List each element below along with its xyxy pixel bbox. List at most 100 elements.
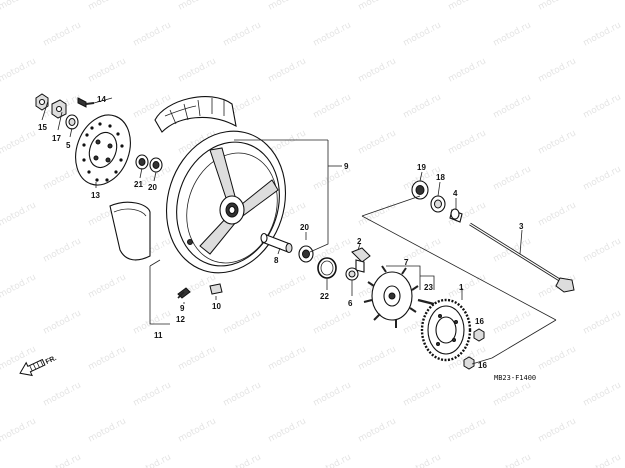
callout-11: 11 xyxy=(154,331,163,340)
sprocket-1 xyxy=(420,298,472,362)
watermark-text: motod.ru xyxy=(42,452,83,468)
callout-10: 10 xyxy=(212,302,221,311)
watermark-text: motod.ru xyxy=(267,344,308,372)
rim-band xyxy=(109,201,151,261)
watermark-text: motod.ru xyxy=(357,128,398,156)
watermark-text: motod.ru xyxy=(492,92,533,120)
watermark-text: motod.ru xyxy=(267,272,308,300)
bolt-14 xyxy=(77,97,95,108)
leader-lines xyxy=(41,97,557,365)
watermark-text: motod.ru xyxy=(42,20,83,48)
bearing-20-lower xyxy=(298,245,314,263)
watermark-text: motod.ru xyxy=(222,380,263,408)
watermark-text: motod.ru xyxy=(402,452,443,468)
watermark-text: motod.ru xyxy=(177,56,218,84)
watermark-text: motod.ru xyxy=(447,0,488,13)
watermark-text: motod.ru xyxy=(402,92,443,120)
callout-15: 15 xyxy=(38,123,47,132)
callout-13: 13 xyxy=(91,191,100,200)
watermark-text: motod.ru xyxy=(87,56,128,84)
watermark-text: motod.ru xyxy=(222,20,263,48)
damper-2 xyxy=(351,247,371,273)
watermark-text: motod.ru xyxy=(582,452,623,468)
callout-labels: 15 17 5 14 13 21 20 9 8 20 22 2 6 7 23 1… xyxy=(38,95,524,370)
watermark-text: motod.ru xyxy=(87,272,128,300)
watermark-text: motod.ru xyxy=(312,452,353,468)
watermark-text: motod.ru xyxy=(582,164,623,192)
oil-seal-18 xyxy=(430,195,446,213)
watermark-text: motod.ru xyxy=(582,380,623,408)
watermark-text: motod.ru xyxy=(87,416,128,444)
watermark-text: motod.ru xyxy=(177,344,218,372)
watermark-text: motod.ru xyxy=(582,236,623,264)
nut-16-upper xyxy=(473,328,485,342)
arrow-left-icon xyxy=(19,358,46,377)
watermark-text: motod.ru xyxy=(402,380,443,408)
callout-19: 19 xyxy=(417,163,426,172)
watermark-text: motod.ru xyxy=(177,416,218,444)
watermark-text: motod.ru xyxy=(0,200,38,228)
watermark-text: motod.ru xyxy=(582,308,623,336)
watermark-text: motod.ru xyxy=(0,0,38,13)
watermark-text: motod.ru xyxy=(357,56,398,84)
watermark-text: motod.ru xyxy=(132,380,173,408)
watermark-text: motod.ru xyxy=(267,0,308,13)
watermark-text: motod.ru xyxy=(42,380,83,408)
watermark-text: motod.ru xyxy=(447,416,488,444)
watermark-text: motod.ru xyxy=(42,308,83,336)
watermark-text: motod.ru xyxy=(537,344,578,372)
watermark-text: motod.ru xyxy=(312,308,353,336)
watermark-text: motod.ru xyxy=(537,0,578,13)
watermark-text: motod.ru xyxy=(357,344,398,372)
callout-22: 22 xyxy=(320,292,329,301)
callout-20a: 20 xyxy=(148,183,157,192)
stud-bolt-23 xyxy=(417,298,435,306)
bearing-20-upper xyxy=(149,157,163,173)
watermark-text: motod.ru xyxy=(492,20,533,48)
callout-3: 3 xyxy=(519,222,524,231)
watermark-text: motod.ru xyxy=(447,56,488,84)
watermark-text: motod.ru xyxy=(132,20,173,48)
rear-wheel-9 xyxy=(154,96,287,274)
callout-12: 12 xyxy=(176,315,185,324)
watermark-text: motod.ru xyxy=(537,416,578,444)
watermark-text: motod.ru xyxy=(582,92,623,120)
callout-23: 23 xyxy=(424,283,433,292)
bearing-19 xyxy=(411,180,429,200)
brake-disc-13 xyxy=(75,114,131,186)
watermark-text: motod.ru xyxy=(267,416,308,444)
diagram-code: MB23-F1400 xyxy=(494,374,536,382)
watermark-text: motod.ru xyxy=(222,452,263,468)
bearing-21 xyxy=(135,154,149,170)
watermark-text: motod.ru xyxy=(492,380,533,408)
callout-2: 2 xyxy=(357,237,362,246)
watermark-text: motod.ru xyxy=(537,128,578,156)
watermark-text: motod.ru xyxy=(582,20,623,48)
watermark-text: motod.ru xyxy=(492,308,533,336)
watermark-text: motod.ru xyxy=(402,20,443,48)
watermark-text: motod.ru xyxy=(447,272,488,300)
watermark-text: motod.ru xyxy=(492,164,533,192)
callout-16a: 16 xyxy=(475,317,484,326)
watermark-text: motod.ru xyxy=(42,236,83,264)
callout-4: 4 xyxy=(453,189,458,198)
bolt-12 xyxy=(177,287,191,299)
distance-collar-8 xyxy=(260,232,293,253)
callout-5: 5 xyxy=(66,141,71,150)
watermark-text: motod.ru xyxy=(357,416,398,444)
watermark-text: motod.ru xyxy=(87,0,128,13)
callout-20b: 20 xyxy=(300,223,309,232)
direction-indicator: FR. xyxy=(19,355,58,377)
watermark-text: motod.ru xyxy=(0,128,38,156)
callout-17: 17 xyxy=(52,134,61,143)
collar-5 xyxy=(65,114,79,130)
watermark-text: motod.ru xyxy=(42,164,83,192)
nut-15 xyxy=(35,93,49,111)
watermark-text: motod.ru xyxy=(0,56,38,84)
watermark-text: motod.ru xyxy=(312,380,353,408)
callout-1: 1 xyxy=(459,283,464,292)
callout-6: 6 xyxy=(348,299,353,308)
